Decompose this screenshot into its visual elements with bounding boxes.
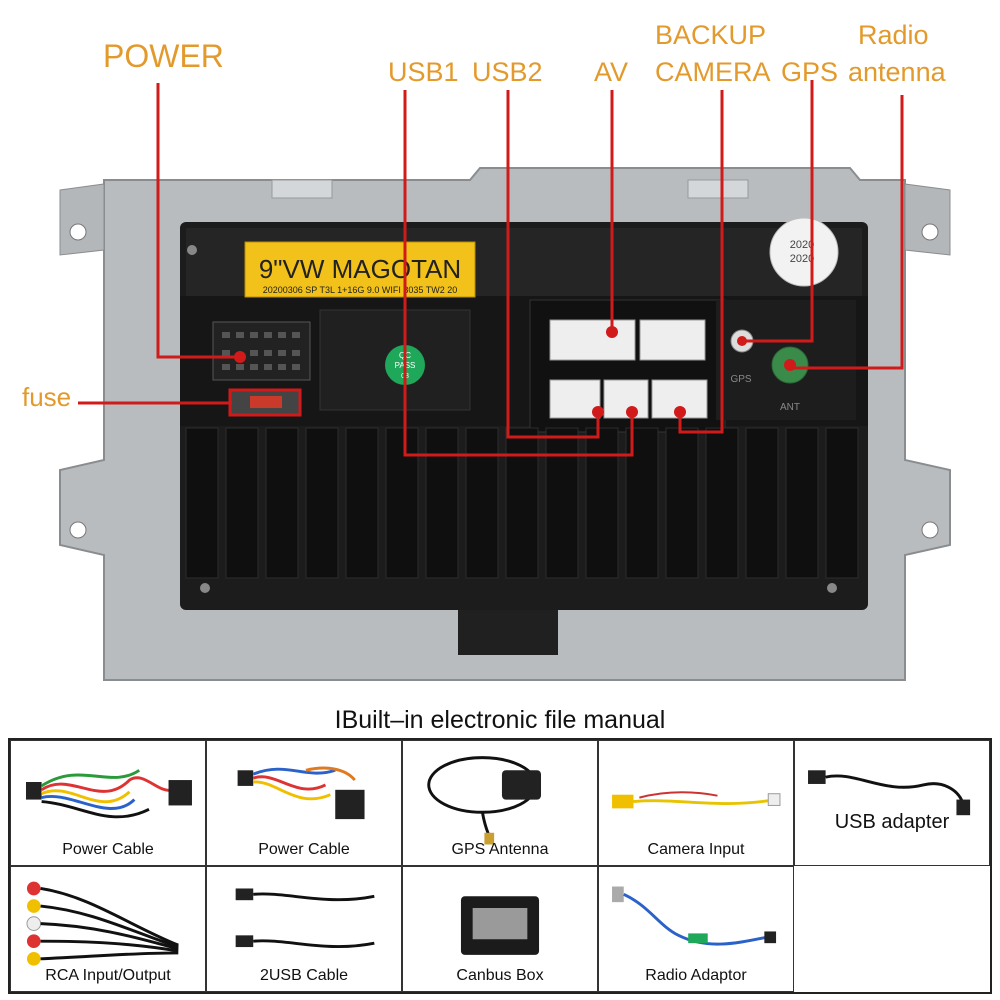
camera-label: CAMERA [655, 57, 771, 87]
accessory-caption: Radio Adaptor [645, 967, 747, 984]
usb2-connector [603, 379, 649, 419]
accessory-caption: Power Cable [258, 841, 350, 858]
antenna-label: antenna [848, 57, 946, 87]
pointer-lines [78, 80, 904, 457]
accessory-power-cable-harness: Power Cable [10, 740, 206, 866]
accessory-usb-adapter: USB adapter [794, 740, 990, 866]
fuse-label: fuse [22, 382, 72, 412]
accessory-caption: GPS Antenna [451, 841, 549, 858]
accessory-caption: Camera Input [647, 841, 745, 858]
accessory-dual-usb-cable: 2USB Cable [206, 866, 402, 992]
usb-adapter-icon [808, 770, 971, 816]
canbus-box-icon [460, 896, 540, 955]
rca-cable-icon [26, 881, 179, 966]
accessory-caption: Power Cable [62, 841, 154, 858]
model-sticker-text: 9"VW MAGOTAN [259, 254, 461, 284]
sticker-subtext: 20200306 SP T3L 1+16G 9.0 WIFI 8035 TW2 … [263, 285, 458, 295]
power-cable-adapter-icon [237, 766, 365, 820]
head-unit-rear-diagram: 9"VW MAGOTAN 20200306 SP T3L 1+16G 9.0 W… [59, 80, 951, 681]
accessory-caption: USB adapter [834, 811, 950, 833]
accessories-grid: Power Cable Power Cable GPS Antenna [8, 738, 992, 994]
usb2-label: USB2 [472, 57, 543, 87]
usb1-connector [549, 379, 601, 419]
accessory-camera-input: Camera Input [598, 740, 794, 866]
dual-usb-cable-icon [235, 888, 375, 949]
power-label: POWER [103, 38, 224, 74]
accessory-gps-antenna: GPS Antenna [402, 740, 598, 866]
radio-label: Radio [858, 20, 929, 50]
backup-label: BACKUP [655, 20, 767, 50]
radio-adaptor-icon [612, 886, 777, 946]
av-label: AV [594, 57, 629, 87]
accessory-power-cable-adapter: Power Cable [206, 740, 402, 866]
gps-port-label: GPS [730, 374, 751, 385]
accessory-caption: 2USB Cable [259, 967, 349, 984]
power-cable-harness-icon [25, 769, 192, 819]
camera-input-cable-icon [612, 791, 781, 809]
accessory-caption: RCA Input/Output [45, 967, 171, 984]
accessory-radio-adaptor: Radio Adaptor [598, 866, 794, 992]
accessory-canbus-box: Canbus Box [402, 866, 598, 992]
accessory-caption: Canbus Box [456, 967, 544, 984]
accessory-rca-cable: RCA Input/Output [10, 866, 206, 992]
ant-port-label: ANT [780, 402, 800, 413]
gps-antenna-icon [427, 756, 542, 845]
av-connector [549, 319, 636, 361]
seal-year-top: 2020 [790, 239, 814, 251]
product-photo: 9"VW MAGOTAN 20200306 SP T3L 1+16G 9.0 W… [22, 20, 951, 681]
usb1-label: USB1 [388, 57, 459, 87]
manual-title: IBuilt–in electronic file manual [334, 706, 666, 734]
gps-label: GPS [781, 57, 839, 87]
seal-year-bottom: 2020 [790, 253, 814, 265]
